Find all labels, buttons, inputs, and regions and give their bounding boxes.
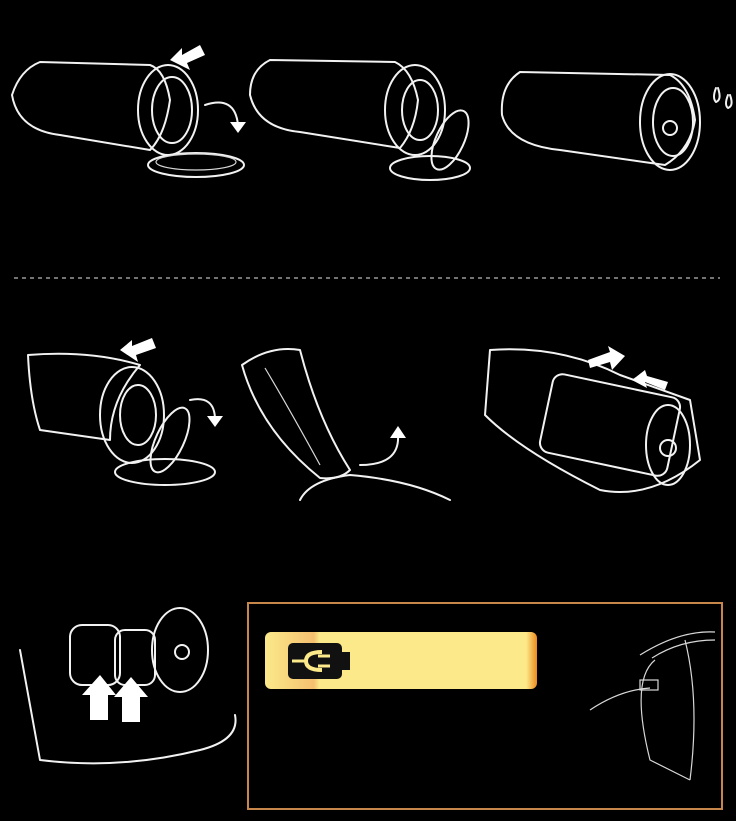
up-arrow-icon <box>114 677 148 722</box>
step-charging <box>247 602 723 810</box>
up-arrow-icon <box>82 675 116 720</box>
rotate-arrow-icon <box>204 101 239 126</box>
battery-plug-icon <box>288 643 350 679</box>
water-drops-icon <box>713 87 733 109</box>
step-remove-cap-1 <box>11 45 246 178</box>
rotate-arrow-icon <box>359 434 400 466</box>
step-cap-removed <box>500 71 733 171</box>
step-lift-blades <box>19 607 237 765</box>
step-remove-cap-2 <box>249 59 471 181</box>
charging-frame <box>247 602 723 810</box>
step-slide-cartridge <box>484 346 701 493</box>
arrow-icon <box>632 370 668 390</box>
arrow-icon <box>588 346 625 370</box>
arrow-icon <box>120 338 156 362</box>
step-open-cap <box>27 338 223 486</box>
step-remove-cover <box>241 348 451 501</box>
arrow-icon <box>170 45 205 70</box>
